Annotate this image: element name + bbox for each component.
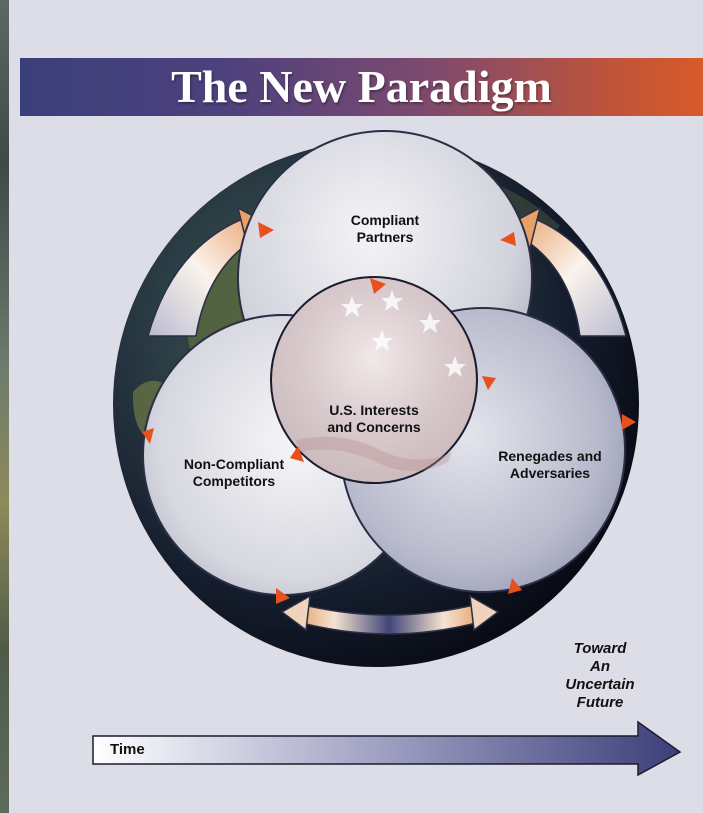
non-compliant-competitors-label: Non-Compliant Competitors — [183, 456, 285, 489]
time-arrow — [92, 720, 682, 777]
flag-stars — [341, 290, 466, 377]
bottom-arrowhead-right — [469, 594, 500, 632]
uncertain-future-label: Toward An Uncertain Future — [565, 640, 635, 711]
compliant-partners-label: Compliant Partners — [350, 212, 420, 245]
slide-title: The New Paradigm — [171, 61, 552, 112]
flag-stripe — [296, 436, 452, 471]
orange-arrowheads — [142, 222, 636, 604]
renegades-adversaries-label: Renegades and Adversaries — [498, 448, 602, 481]
us-interests-label: U.S. Interests and Concerns — [327, 402, 421, 435]
title-banner — [20, 58, 703, 116]
bottom-arrowhead-left — [280, 594, 311, 632]
left-edge-strip — [0, 0, 9, 813]
time-label: Time — [110, 741, 145, 758]
